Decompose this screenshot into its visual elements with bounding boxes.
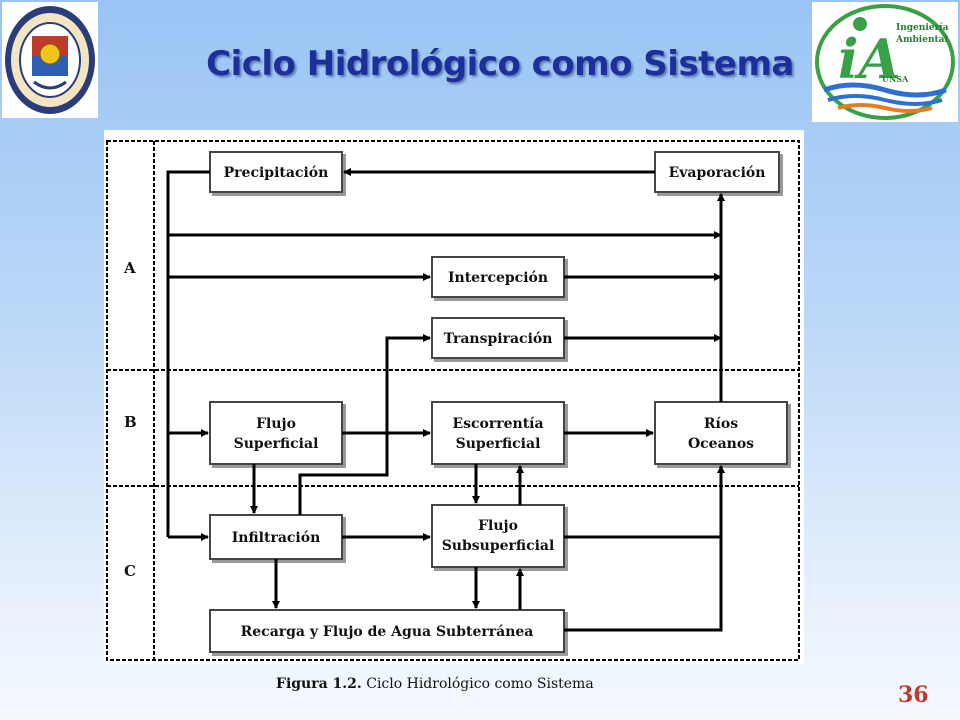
page-number: 36: [898, 682, 929, 708]
box-recarga-flujo-agua-subterranea: Recarga y Flujo de Agua Subterránea: [209, 609, 565, 653]
box-infiltracion: Infiltración: [209, 514, 343, 560]
label-transpiracion: Transpiración: [444, 331, 553, 347]
label-rios-oceanos-2: Oceanos: [688, 436, 754, 452]
arrow-recarga-to-rios: [564, 465, 725, 632]
label-flujo-superficial-2: Superficial: [234, 436, 319, 452]
logo-text-line-1: Ingeniería: [896, 22, 949, 33]
figure-caption-text: Ciclo Hidrológico como Sistema: [361, 676, 594, 692]
zone-label-c: C: [124, 562, 136, 580]
box-rios-oceanos: Ríos Oceanos: [654, 401, 788, 465]
label-rios-oceanos-1: Ríos: [704, 416, 738, 432]
box-precipitacion: Precipitación: [209, 151, 343, 193]
ingenieria-ambiental-logo: iA Ingeniería Ambiental UNSA: [812, 2, 958, 122]
label-flujo-subsuperficial-2: Subsuperficial: [442, 538, 555, 554]
slide-title: Ciclo Hidrológico como Sistema: [206, 44, 794, 84]
university-logo: [2, 2, 98, 118]
label-precipitacion: Precipitación: [224, 165, 329, 181]
logo-abbr: UNSA: [882, 74, 909, 84]
box-flujo-subsuperficial: Flujo Subsuperficial: [431, 504, 565, 568]
arrow-infiltracion-to-transpiracion: [298, 334, 431, 515]
ingenieria-ambiental-logo-icon: iA Ingeniería Ambiental UNSA: [815, 4, 955, 120]
zone-label-a: A: [123, 259, 136, 277]
line-precipitacion-trunk: [166, 170, 210, 537]
hydrologic-cycle-diagram: A B C Precipitación Evaporación Intercep…: [104, 130, 804, 664]
diagram-frame: [106, 140, 800, 661]
box-escorrentia-superficial: Escorrentía Superficial: [431, 401, 565, 465]
label-intercepcion: Intercepción: [448, 270, 548, 286]
box-evaporacion: Evaporación: [654, 151, 780, 193]
zone-label-b: B: [124, 413, 137, 431]
label-infiltracion: Infiltración: [232, 530, 321, 546]
logo-text-line-2: Ambiental: [895, 35, 948, 45]
box-transpiracion: Transpiración: [431, 317, 565, 359]
figure-caption: Figura 1.2. Ciclo Hidrológico como Siste…: [276, 676, 594, 692]
label-flujo-subsuperficial-1: Flujo: [478, 518, 518, 534]
university-seal-icon: [5, 6, 95, 114]
label-evaporacion: Evaporación: [669, 165, 766, 181]
box-intercepcion: Intercepción: [431, 256, 565, 298]
label-flujo-superficial-1: Flujo: [256, 416, 296, 432]
label-escorrentia-superficial-2: Superficial: [456, 436, 541, 452]
diagram-connectors: [166, 168, 725, 632]
figure-caption-lead: Figura 1.2.: [276, 676, 362, 692]
logo-mark: iA: [838, 27, 900, 91]
label-escorrentia-superficial-1: Escorrentía: [452, 416, 543, 432]
label-recarga: Recarga y Flujo de Agua Subterránea: [241, 624, 534, 640]
box-flujo-superficial: Flujo Superficial: [209, 401, 343, 465]
